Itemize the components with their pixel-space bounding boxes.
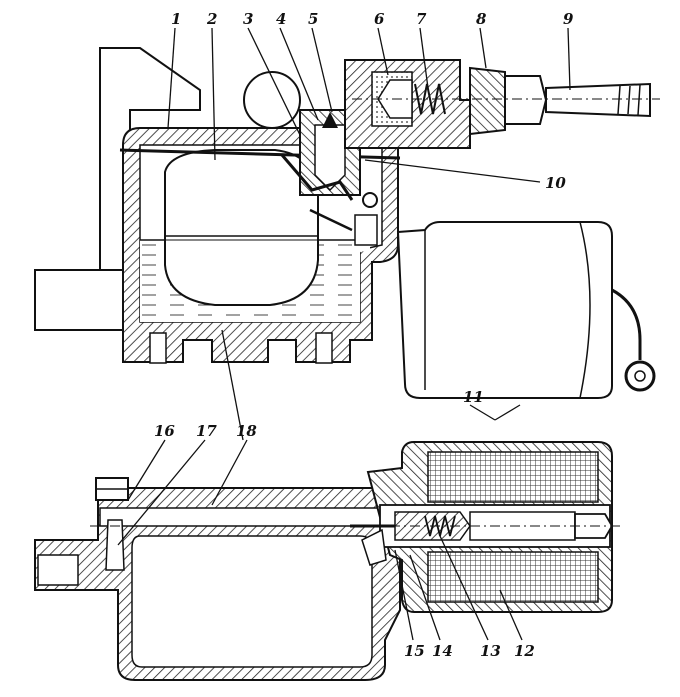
inlet-pipe [545, 82, 651, 118]
label-8: 8 [476, 10, 487, 28]
label-18: 18 [236, 422, 257, 440]
fuel-channel [99, 507, 401, 527]
label-7: 7 [416, 10, 427, 28]
lever-arm [309, 208, 353, 232]
needle-tip [322, 112, 338, 128]
lower-chamber [131, 535, 373, 668]
check-valve [105, 519, 125, 571]
valve-seat [361, 528, 387, 566]
label-6: 6 [374, 10, 385, 28]
needle-valve [314, 124, 346, 192]
solenoid-housing [396, 221, 613, 399]
foot-bolt-right [315, 332, 333, 364]
inlet-port [37, 554, 79, 586]
union-nut [469, 66, 506, 136]
label-10: 10 [545, 174, 566, 192]
label-1: 1 [171, 10, 181, 28]
label-2: 2 [206, 10, 217, 28]
housing-rim [579, 221, 591, 399]
label-13: 13 [480, 642, 501, 660]
coil-winding-lower [427, 551, 599, 603]
label-17: 17 [196, 422, 217, 440]
label-9: 9 [563, 10, 574, 28]
leader-lines [117, 27, 571, 641]
label-14: 14 [432, 642, 453, 660]
bracket-foot [34, 269, 131, 331]
label-12: 12 [514, 642, 535, 660]
foot-bolt-left [149, 332, 167, 364]
float [164, 149, 319, 306]
label-5: 5 [308, 10, 318, 28]
coil-winding-upper [427, 451, 599, 503]
lever-bracket [354, 214, 378, 246]
float-lever [280, 154, 354, 201]
label-11: 11 [463, 388, 484, 406]
round-boss [243, 71, 301, 129]
label-15: 15 [404, 642, 425, 660]
terminal-wire [611, 288, 642, 360]
fitting-hex [504, 75, 548, 125]
callout-labels: 1 2 3 4 5 6 7 8 9 10 11 16 17 18 15 14 1… [154, 10, 574, 660]
lever-pivot [362, 192, 378, 208]
pipe-ribs [617, 84, 641, 116]
filter-spring [414, 83, 446, 115]
label-16: 16 [154, 422, 175, 440]
top-assembly [34, 47, 660, 399]
label-3: 3 [243, 10, 253, 28]
label-4: 4 [276, 10, 286, 28]
